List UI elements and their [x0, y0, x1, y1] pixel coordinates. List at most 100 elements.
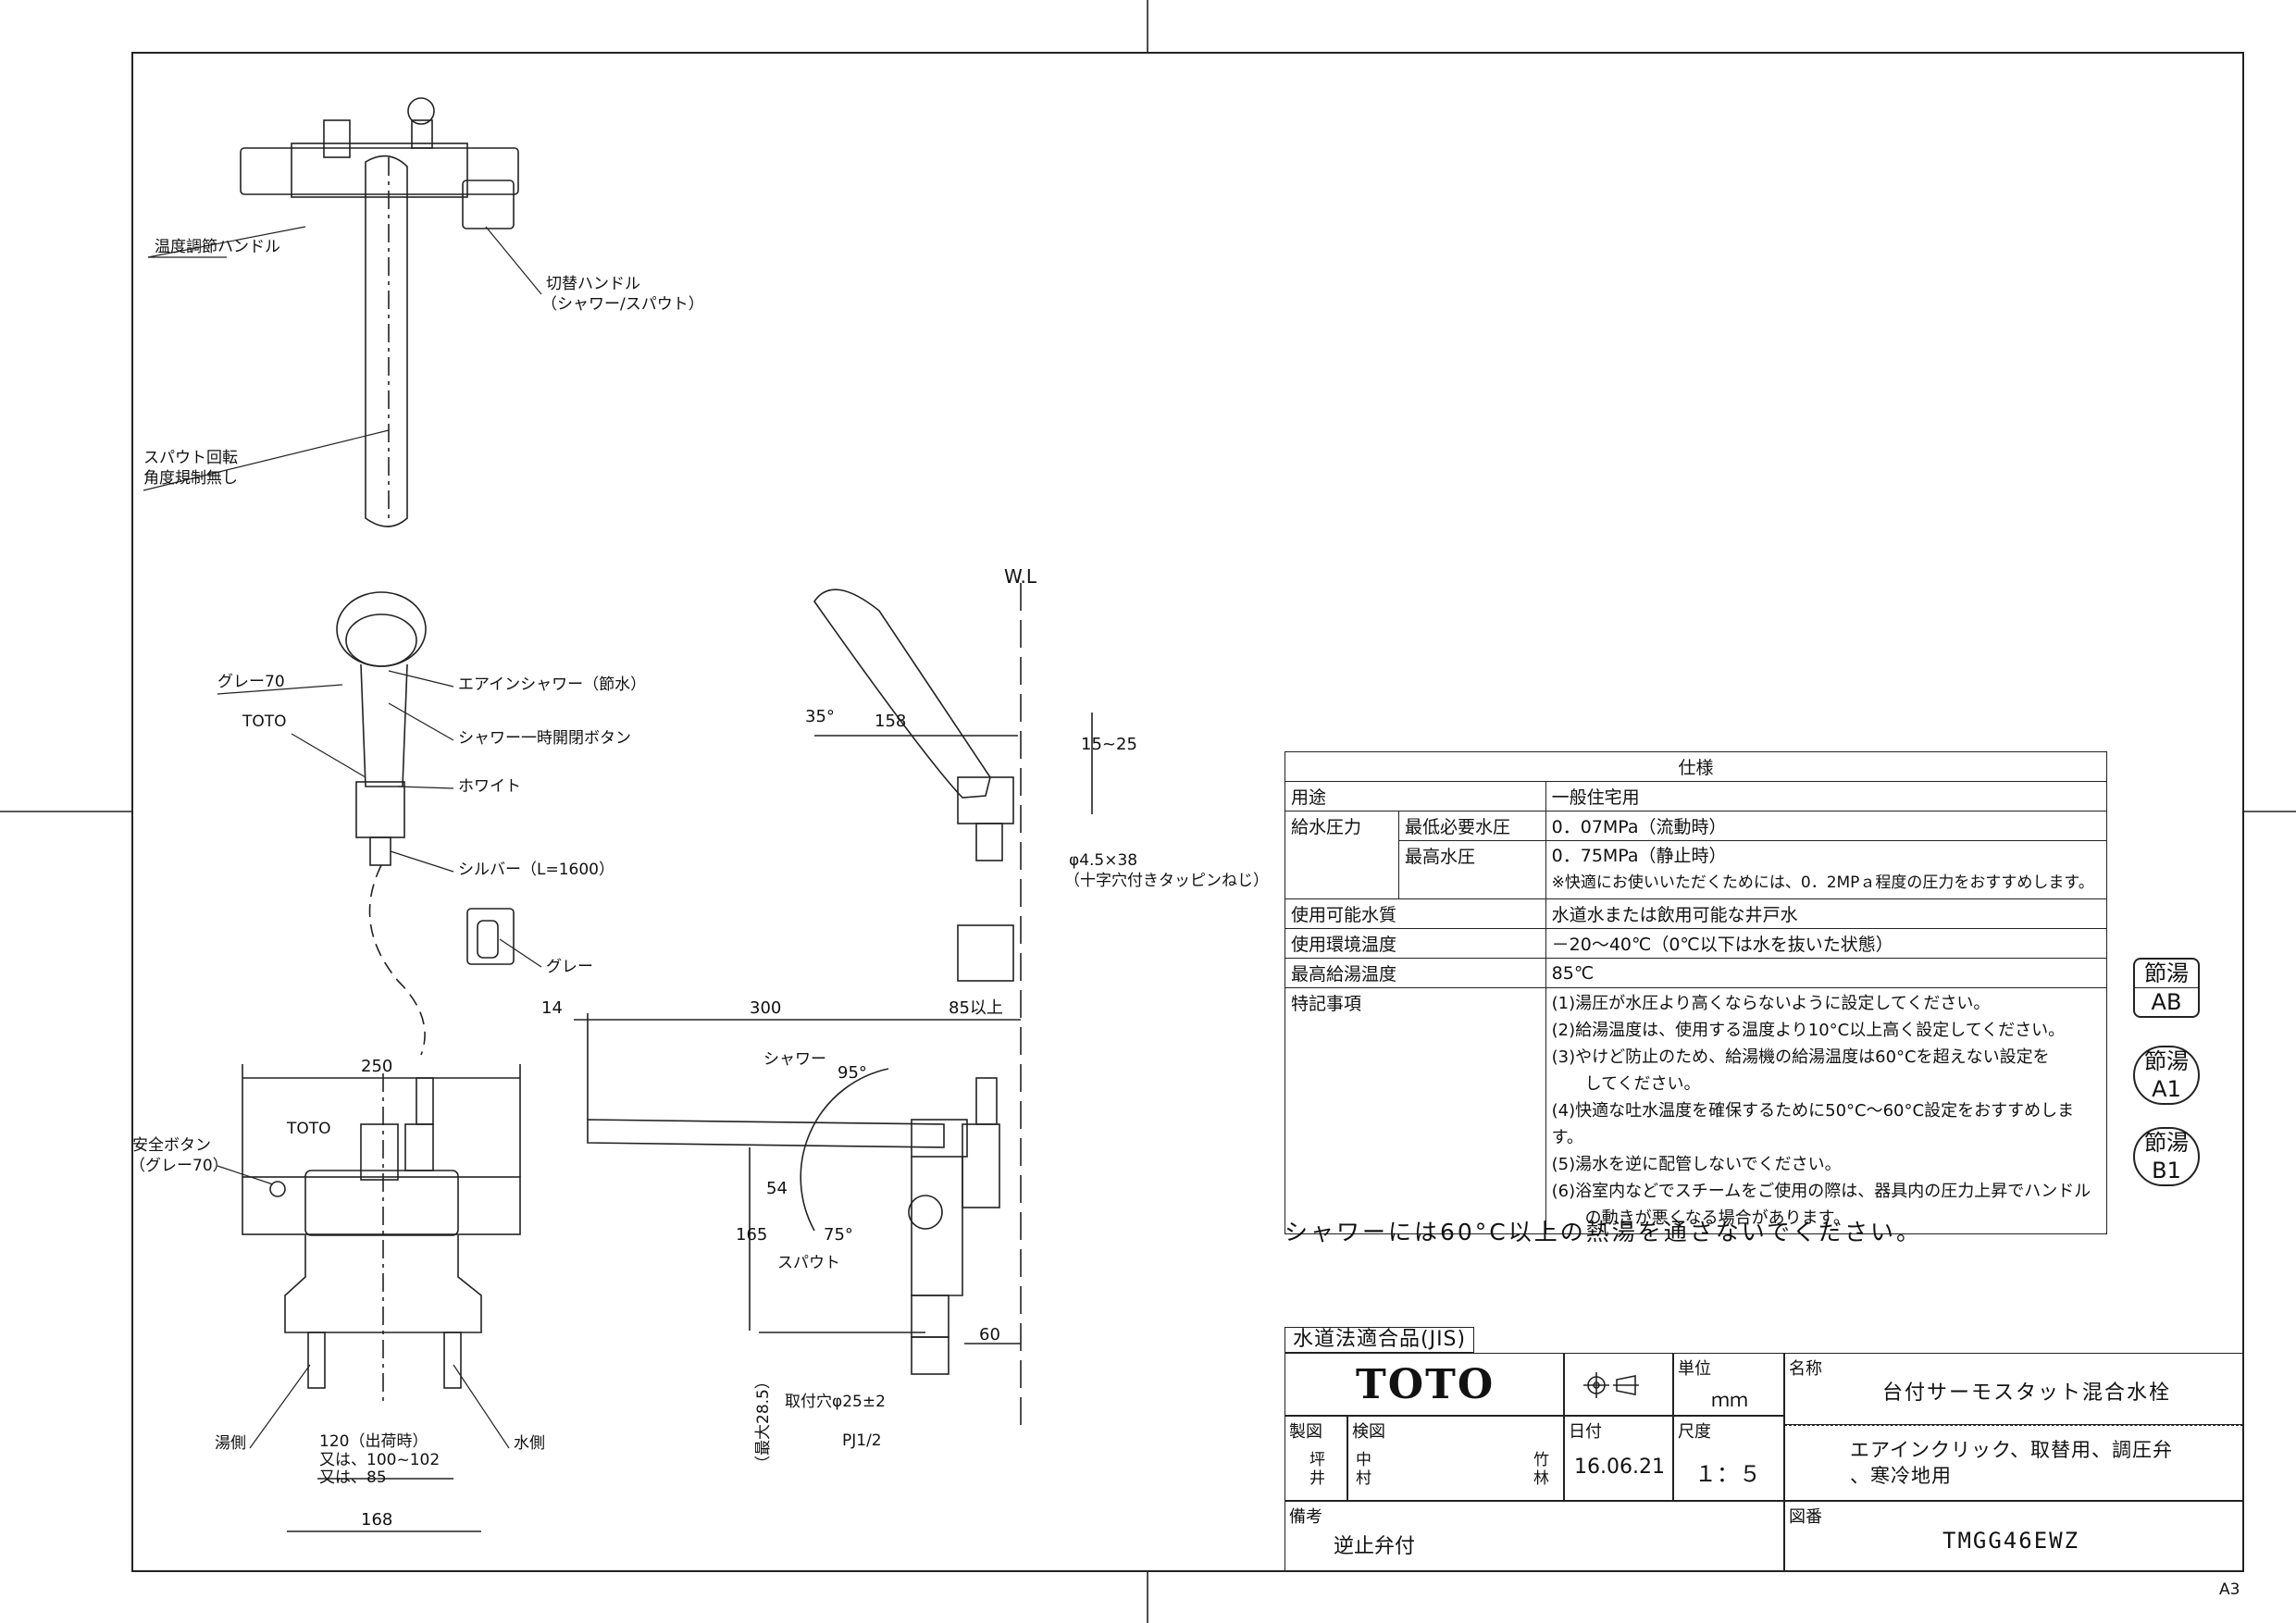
made-name-2: 井 — [1309, 1469, 1325, 1488]
label-max-28: （最大28.5） — [754, 1373, 773, 1471]
scale-cell: 尺度 １：５ — [1673, 1416, 1784, 1501]
spec-min-value: 0．07MPa（流動時） — [1545, 811, 2108, 841]
label-shower: シャワー — [763, 1050, 826, 1069]
name-label: 名称 — [1789, 1359, 1822, 1379]
check-name-4: 林 — [1533, 1469, 1549, 1488]
label-cold-side: 水側 — [514, 1434, 545, 1453]
spec-use-key: 用途 — [1285, 781, 1546, 812]
dim-250: 250 — [361, 1057, 392, 1076]
spec-water-value: 水道水または飲用可能な井戸水 — [1545, 898, 2108, 929]
spec-env-value: －20～40℃（0℃以下は水を抜いた状態） — [1545, 928, 2108, 959]
angle-75: 75° — [824, 1225, 853, 1245]
spec-note-6b: の動きが悪くなる場合があります。 — [1551, 1208, 1850, 1228]
label-grey70: グレー70 — [217, 673, 285, 691]
spec-note-2: (2)給湯温度は、使用する温度より10°C以上高く設定してください。 — [1551, 1021, 2066, 1040]
subtitle-2: 、寒冷地用 — [1850, 1465, 1952, 1487]
label-spout-angle: 角度規制無し — [143, 469, 238, 488]
projection-cell — [1564, 1353, 1673, 1416]
label-toto-head: TOTO — [242, 712, 287, 731]
check-name-1: 中 — [1356, 1451, 1371, 1469]
date-value: 16.06.21 — [1574, 1456, 1665, 1479]
angle-95: 95° — [838, 1063, 867, 1083]
label-mount-hole: 取付穴φ25±2 — [785, 1393, 886, 1411]
spec-min-key: 最低必要水圧 — [1398, 811, 1546, 841]
scale-value: １：５ — [1694, 1461, 1761, 1487]
unit-value: ｍｍ — [1711, 1389, 1748, 1411]
made-name-1: 坪 — [1309, 1451, 1325, 1469]
label-water-line: W.L — [1004, 565, 1037, 588]
top-view — [240, 97, 519, 527]
front-view — [242, 1064, 521, 1532]
spec-hot-value: 85℃ — [1545, 958, 2108, 988]
badge-a1-top: 節湯 — [2144, 1048, 2189, 1074]
label-switch-handle-sub: （シャワー/スパウト） — [541, 295, 704, 314]
label-screw-sub: （十字穴付きタッピンねじ） — [1064, 872, 1269, 890]
unit-label: 単位 — [1678, 1359, 1711, 1379]
date-cell: 日付 16.06.21 — [1564, 1416, 1673, 1501]
spec-max-value: 0．75MPa（静止時） — [1551, 846, 1727, 866]
subtitle-cell: エアインクリック、取替用、調圧弁 、寒冷地用 — [1784, 1425, 2243, 1501]
dim-165: 165 — [736, 1225, 767, 1245]
drawing-number: TMGG46EWZ — [1942, 1528, 2080, 1554]
badge-b1: 節湯 B1 — [2133, 1127, 2200, 1186]
spec-pressure-note: ※快適にお使いいただくためには、0．2MPａ程度の圧力をおすすめします。 — [1551, 873, 2094, 892]
spec-note-5: (5)湯水を逆に配管しないでください。 — [1551, 1155, 1842, 1174]
subtitle-1: エアインクリック、取替用、調圧弁 — [1850, 1439, 2174, 1461]
spec-note-4: (4)快適な吐水温度を確保するために50°C～60°C設定をおすすめします。 — [1551, 1101, 2075, 1147]
label-air-in-shower: エアインシャワー（節水） — [458, 675, 646, 694]
remarks-label: 備考 — [1289, 1507, 1322, 1527]
spec-table: 仕様 用途 一般住宅用 給水圧力 最低必要水圧 0．07MPa（流動時） 最高水… — [1285, 751, 2108, 1234]
dim-85: 85以上 — [949, 998, 1003, 1018]
spec-notes-cell: (1)湯圧が水圧より高くならないように設定してください。 (2)給湯温度は、使用… — [1545, 987, 2108, 1234]
spec-use-value: 一般住宅用 — [1545, 781, 2108, 812]
label-safety-button-sub: （グレー70） — [130, 1157, 229, 1175]
dim-300: 300 — [750, 998, 781, 1018]
spec-water-key: 使用可能水質 — [1285, 898, 1546, 929]
label-spout-rotation: スパウト回転 — [143, 449, 238, 467]
third-angle-icon — [1583, 1372, 1639, 1398]
badge-ab-bottom: AB — [2135, 987, 2198, 1016]
label-safety-button: 安全ボタン — [132, 1136, 211, 1155]
label-spacing-2: 又は、100~102 — [319, 1451, 440, 1469]
dim-158: 158 — [875, 712, 906, 731]
badge-ab-top: 節湯 — [2144, 960, 2189, 986]
dim-15-25: 15~25 — [1081, 735, 1137, 754]
label-spacing-1: 120（出荷時） — [319, 1432, 428, 1451]
label-hot-side: 湯側 — [215, 1434, 246, 1453]
title-block: TOTO 単位 ｍｍ 名称 台付サーモスタット混合水栓 製図 坪 井 検図 中 … — [1285, 1353, 2243, 1571]
spec-hot-key: 最高給湯温度 — [1285, 958, 1546, 988]
dim-168: 168 — [361, 1510, 392, 1530]
spec-notes-key: 特記事項 — [1285, 987, 1546, 1234]
toto-logo: TOTO — [1356, 1361, 1496, 1408]
hot-water-warning: シャワーには60°C以上の熱湯を通さないでください。 — [1285, 1219, 1923, 1245]
leader-lines — [143, 226, 542, 1449]
badge-a1-bottom: A1 — [2152, 1076, 2181, 1102]
logo-cell: TOTO — [1285, 1353, 1564, 1416]
check-cell: 検図 中 村 竹 林 — [1347, 1416, 1564, 1501]
made-cell: 製図 坪 井 — [1285, 1416, 1347, 1501]
spec-env-key: 使用環境温度 — [1285, 928, 1546, 959]
spec-pressure-key: 給水圧力 — [1285, 811, 1399, 899]
drawing-number-cell: 図番 TMGG46EWZ — [1784, 1501, 2243, 1571]
dim-54: 54 — [766, 1179, 788, 1198]
label-grey: グレー — [546, 958, 593, 976]
spec-note-6: (6)浴室内などでスチームをご使用の際は、器具内の圧力上昇でハンドル — [1551, 1182, 2091, 1201]
label-spout: スパウト — [777, 1254, 840, 1272]
side-view — [574, 583, 1093, 1425]
check-label: 検図 — [1352, 1422, 1385, 1442]
date-label: 日付 — [1569, 1422, 1602, 1442]
dim-14: 14 — [541, 998, 563, 1018]
label-switch-handle: 切替ハンドル — [546, 275, 640, 293]
label-pj: PJ1/2 — [842, 1431, 882, 1450]
label-shower-button: シャワー一時開閉ボタン — [458, 729, 631, 748]
name-cell: 名称 台付サーモスタット混合水栓 — [1784, 1353, 2243, 1425]
shower-head — [336, 591, 515, 1056]
label-screw: φ4.5×38 — [1069, 851, 1137, 870]
sheet-size: A3 — [2219, 1580, 2240, 1599]
badge-ab: 節湯 AB — [2133, 958, 2200, 1018]
jis-label: 水道法適合品(JIS) — [1285, 1327, 1475, 1353]
spec-note-3: (3)やけど防止のため、給湯機の給湯温度は60°Cを超えない設定を — [1551, 1047, 2050, 1067]
remarks-value: 逆止弁付 — [1334, 1535, 1416, 1558]
check-name-3: 竹 — [1533, 1451, 1549, 1469]
check-name-2: 村 — [1356, 1469, 1371, 1488]
